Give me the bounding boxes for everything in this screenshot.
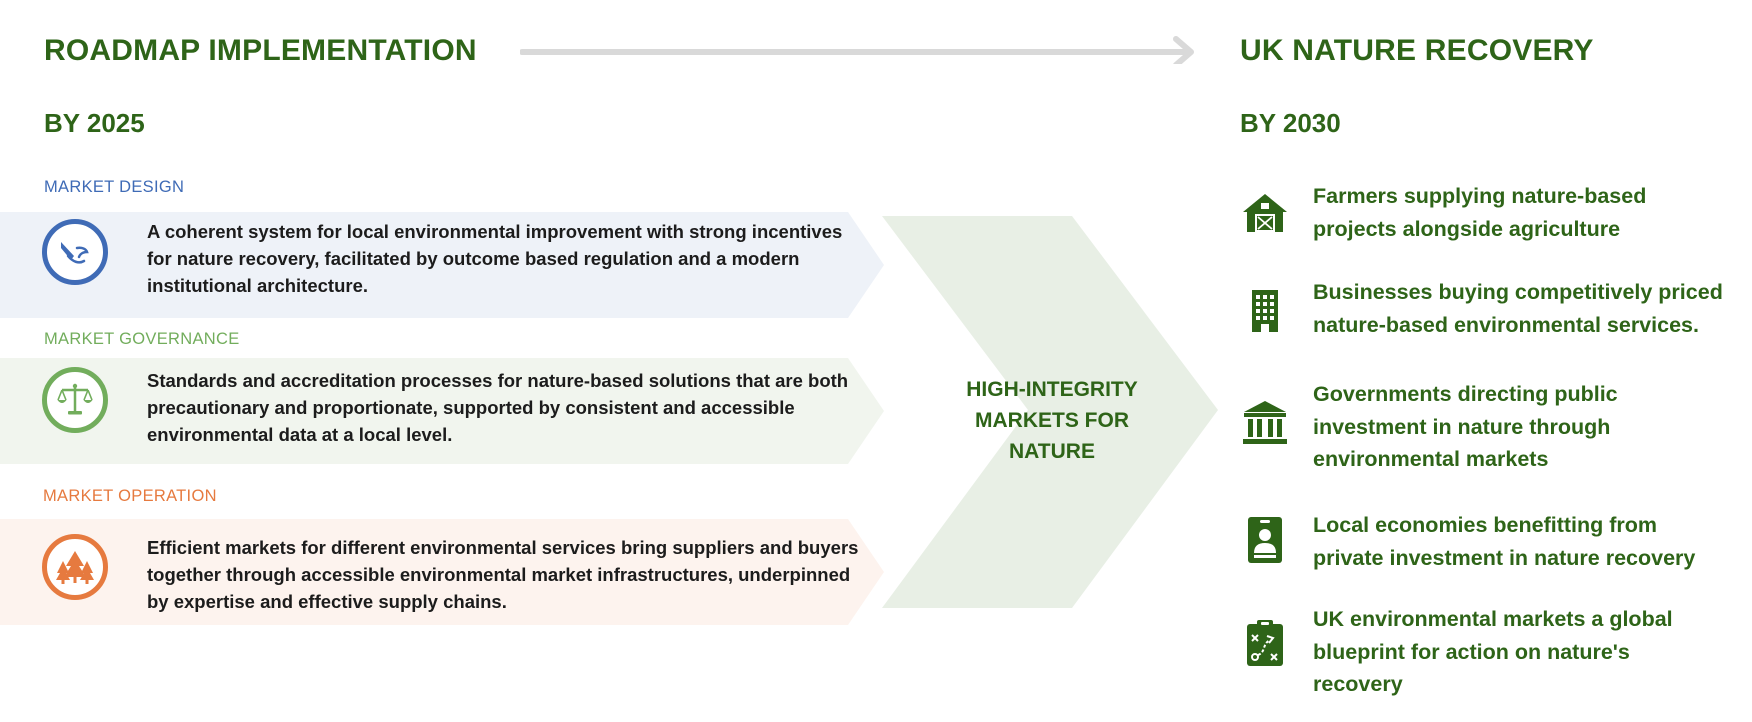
barn-icon: [1243, 194, 1287, 232]
section-label-market-operation: MARKET OPERATION: [43, 487, 217, 505]
section-band-market-design: A coherent system for local environmenta…: [0, 212, 884, 318]
outcome-line: nature-based environmental services.: [1313, 312, 1699, 337]
section-band-market-governance: Standards and accreditation processes fo…: [0, 358, 884, 464]
left-subtitle: BY 2025: [44, 108, 145, 138]
outcome-line: investment in nature through: [1313, 414, 1611, 439]
strategy-clipboard-icon: [1247, 620, 1283, 666]
outcome-line: environmental markets: [1313, 447, 1549, 471]
outcome-line: UK environmental markets a global: [1313, 607, 1673, 631]
center-label-line: HIGH-INTEGRITY: [966, 378, 1138, 401]
outcome-line: Farmers supplying nature-based: [1313, 184, 1647, 208]
pen-nib-icon: [42, 219, 108, 285]
central-chevron: [882, 216, 1218, 608]
outcome-line: Local economies benefitting from: [1313, 513, 1658, 537]
center-label-line: NATURE: [1009, 440, 1095, 463]
section-text: Standards and accreditation processes fo…: [147, 370, 849, 445]
government-building-icon: [1243, 401, 1287, 444]
center-label-line: MARKETS FOR: [975, 409, 1129, 432]
right-subtitle: BY 2030: [1240, 108, 1341, 138]
section-text: Efficient markets for different environm…: [147, 537, 859, 612]
id-badge-icon: [1248, 517, 1282, 563]
outcome-text: UK environmental markets a global bluepr…: [1313, 603, 1673, 701]
trees-icon: [42, 534, 108, 600]
outcome-line: blueprint for action on nature's: [1313, 639, 1630, 664]
outcome-text: Local economies benefitting from private…: [1313, 509, 1695, 574]
section-band-market-operation: Efficient markets for different environm…: [0, 519, 884, 625]
section-label-market-governance: MARKET GOVERNANCE: [44, 330, 240, 348]
timeline-arrow: [520, 36, 1194, 64]
outcome-line: recovery: [1313, 672, 1403, 696]
scales-icon: [42, 367, 108, 433]
right-title: UK NATURE RECOVERY: [1240, 34, 1594, 67]
section-label-market-design: MARKET DESIGN: [44, 178, 185, 196]
center-label: HIGH-INTEGRITY MARKETS FOR NATURE: [930, 374, 1174, 467]
outcome-line: private investment in nature recovery: [1313, 545, 1696, 570]
outcome-text: Farmers supplying nature-based projects …: [1313, 180, 1646, 245]
office-building-icon: [1252, 290, 1278, 332]
section-text: A coherent system for local environmenta…: [147, 221, 843, 296]
outcome-line: Governments directing public: [1313, 382, 1618, 406]
outcome-line: Businesses buying competitively priced: [1313, 280, 1723, 304]
left-title: ROADMAP IMPLEMENTATION: [44, 34, 477, 67]
outcome-text: Businesses buying competitively priced n…: [1313, 276, 1723, 341]
outcome-line: projects alongside agriculture: [1313, 216, 1621, 241]
outcome-text: Governments directing public investment …: [1313, 378, 1618, 476]
